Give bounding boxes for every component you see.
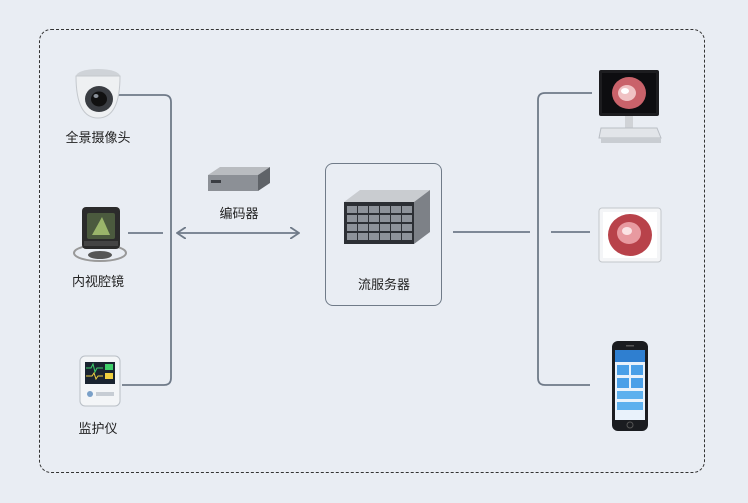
endoscope-icon (73, 207, 127, 262)
endoscope-label: 内视腔镜 (71, 275, 125, 290)
patient-monitor-icon (79, 355, 121, 407)
smartphone-icon (612, 341, 648, 431)
tablet-display-icon (598, 207, 662, 263)
source-bracket (118, 94, 172, 386)
encoder-box-icon (208, 167, 270, 191)
dome-camera-icon (75, 69, 121, 119)
desktop-display-icon (598, 70, 662, 143)
server-box (325, 163, 442, 306)
output-bracket (537, 92, 592, 386)
monitor-label: 监护仪 (78, 422, 118, 437)
camera-label: 全景摄像头 (65, 131, 131, 146)
diagram-frame (39, 29, 705, 473)
rack-server-icon (344, 190, 430, 244)
server-label: 流服务器 (357, 278, 411, 293)
encoder-label: 编码器 (219, 207, 259, 222)
